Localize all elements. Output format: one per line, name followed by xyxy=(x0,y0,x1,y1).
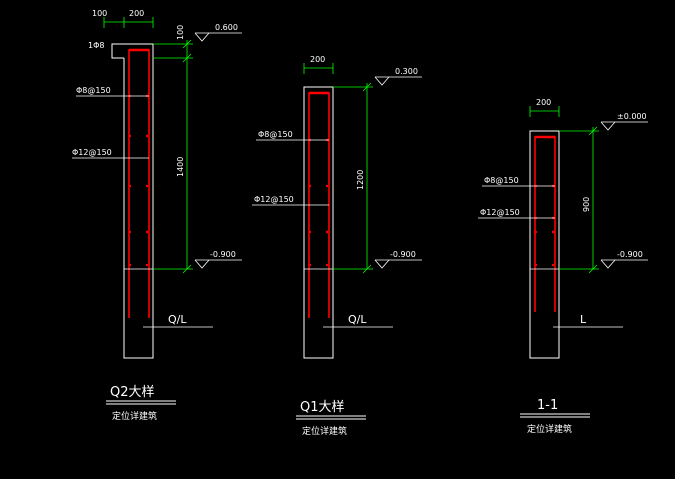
detail-title: Q1大样 xyxy=(300,400,345,415)
axis-label: L xyxy=(580,313,587,326)
height-dimension xyxy=(333,82,373,274)
wall-outline xyxy=(111,43,154,359)
dim-top-width: 200 xyxy=(129,9,144,18)
elev-bottom: -0.900 xyxy=(390,250,416,259)
dim-top-width: 200 xyxy=(536,98,551,107)
detail-q2: 100 200 1Φ8 100 1400 0.600 -0.900 Φ8@150 xyxy=(72,9,242,422)
elevation-top-marker xyxy=(194,32,242,42)
height-dimension xyxy=(559,126,599,274)
top-dimension xyxy=(529,106,560,117)
rebar-horizontal: Φ8@150 xyxy=(76,86,111,95)
elev-top: 0.300 xyxy=(395,67,418,76)
dim-height: 900 xyxy=(582,197,591,212)
rebar-cage xyxy=(308,91,330,318)
cap-label: 1Φ8 xyxy=(88,41,104,50)
dim-top-left: 100 xyxy=(92,9,107,18)
elevation-top-marker xyxy=(374,76,422,86)
wall-outline xyxy=(529,130,560,359)
axis-label: Q/L xyxy=(348,313,367,326)
dim-top-width: 200 xyxy=(310,55,325,64)
elev-bottom: -0.900 xyxy=(617,250,643,259)
height-dimension xyxy=(153,39,193,274)
detail-title: Q2大样 xyxy=(110,385,155,400)
rebar-dots xyxy=(128,94,149,267)
elev-bottom: -0.900 xyxy=(210,250,236,259)
wall-outline xyxy=(303,86,334,359)
top-dimension xyxy=(103,17,154,28)
detail-subtitle: 定位详建筑 xyxy=(527,423,572,435)
detail-subtitle: 定位详建筑 xyxy=(302,425,347,437)
detail-q1: 200 1200 0.300 -0.900 Φ8@150 Φ12@150 Q/L… xyxy=(252,55,422,437)
top-dimension xyxy=(303,63,334,74)
dim-height: 1400 xyxy=(176,157,185,177)
rebar-horizontal: Φ8@150 xyxy=(258,130,293,139)
elevation-bottom-marker xyxy=(600,259,648,269)
dim-cap: 100 xyxy=(176,25,185,40)
elevation-bottom-marker xyxy=(194,259,242,269)
rebar-dots xyxy=(534,184,555,267)
rebar-vertical: Φ12@150 xyxy=(254,195,294,204)
rebar-cage xyxy=(128,48,150,318)
rebar-cage xyxy=(534,135,556,312)
rebar-dots xyxy=(308,138,329,267)
detail-section-1-1: 200 900 ±0.000 -0.900 Φ8@150 Φ12@150 L 1… xyxy=(478,98,648,435)
elev-top: 0.600 xyxy=(215,23,238,32)
rebar-horizontal: Φ8@150 xyxy=(484,176,519,185)
elev-top: ±0.000 xyxy=(617,112,647,121)
rebar-vertical: Φ12@150 xyxy=(72,148,112,157)
elevation-top-marker xyxy=(600,121,648,131)
rebar-vertical: Φ12@150 xyxy=(480,208,520,217)
detail-subtitle: 定位详建筑 xyxy=(112,410,157,422)
axis-label: Q/L xyxy=(168,313,187,326)
dim-height: 1200 xyxy=(356,170,365,190)
elevation-bottom-marker xyxy=(374,259,422,269)
detail-title: 1-1 xyxy=(537,398,558,413)
